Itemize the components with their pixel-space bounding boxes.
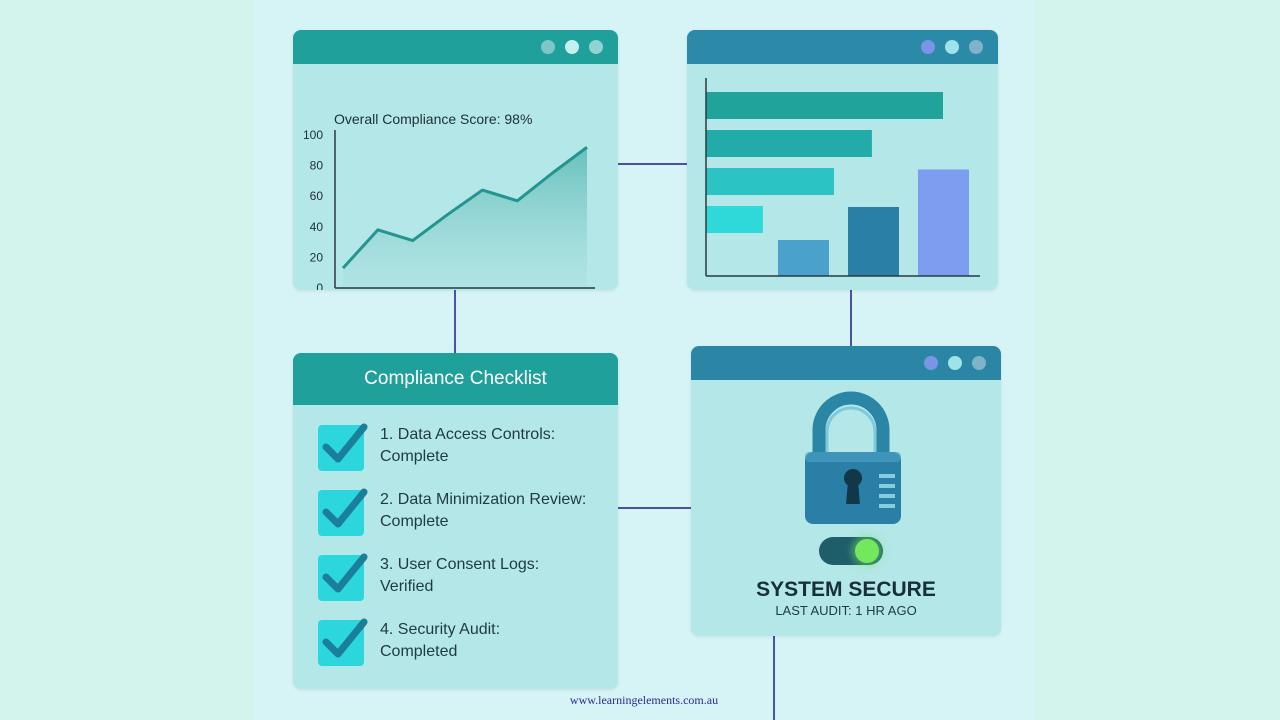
window-dot[interactable] <box>541 40 555 54</box>
window-dot[interactable] <box>972 356 986 370</box>
toggle-indicator <box>855 539 879 563</box>
window-dot[interactable] <box>565 40 579 54</box>
checklist-item-label: 2. Data Minimization Review: <box>380 491 587 508</box>
window-dot[interactable] <box>945 40 959 54</box>
checklist-item-text: 1. Data Access Controls: Complete <box>380 424 618 468</box>
checklist-item-text: 2. Data Minimization Review: Complete <box>380 489 618 533</box>
checked-checkbox-icon[interactable] <box>318 488 368 536</box>
checklist-item-status: Verified <box>380 578 434 595</box>
connector-line <box>454 289 456 354</box>
y-tick-label: 40 <box>310 220 324 234</box>
compliance-checklist-window: Compliance Checklist 1. Data Access Cont… <box>293 353 618 689</box>
x-tick-label: CCPA <box>785 287 824 290</box>
window-titlebar <box>691 346 1001 380</box>
checklist-item-status: Complete <box>380 513 449 530</box>
y-tick-label: 20 <box>310 250 324 264</box>
score-line <box>341 146 588 270</box>
checklist-item-label: 4. Security Audit: <box>380 621 501 638</box>
horizontal-bar <box>706 168 834 195</box>
window-titlebar <box>293 30 618 64</box>
y-tick-label: 80 <box>310 159 324 173</box>
y-tick-label: 0 <box>316 281 323 290</box>
connector-line <box>773 636 775 720</box>
checked-checkbox-icon[interactable] <box>318 423 368 471</box>
checklist-item-status: Completed <box>380 643 458 660</box>
framework-bars-window: GDPR CCPA ISO 27001 HIPAA <box>687 30 998 290</box>
last-audit-text: LAST AUDIT: 1 HR AGO <box>775 603 917 618</box>
horizontal-bar <box>706 206 763 233</box>
checklist-item-status: Complete <box>380 448 449 465</box>
checklist-item-label: 3. User Consent Logs: <box>380 556 540 573</box>
x-tick-label: HIPAA <box>923 287 965 290</box>
secure-toggle[interactable] <box>819 537 883 565</box>
connector-line <box>618 507 692 509</box>
horizontal-bar <box>706 92 943 119</box>
checklist-item-text: 3. User Consent Logs: Verified <box>380 554 618 598</box>
connector-line <box>618 163 688 165</box>
window-dot[interactable] <box>969 40 983 54</box>
compliance-score-window: Overall Compliance Score: 98% 0 20 40 60 80 10… <box>293 30 618 290</box>
y-tick-label: 60 <box>310 189 324 203</box>
x-tick-label: ISO 27001 <box>841 287 908 290</box>
horizontal-bar <box>706 130 872 157</box>
window-titlebar <box>687 30 998 64</box>
padlock-icon <box>805 391 901 524</box>
checklist-title: Compliance Checklist <box>293 353 618 405</box>
vertical-bar <box>918 169 969 276</box>
window-dot[interactable] <box>589 40 603 54</box>
security-status-window: SYSTEM SECURE LAST AUDIT: 1 HR AGO <box>691 346 1001 636</box>
window-dot[interactable] <box>924 356 938 370</box>
connector-line <box>850 289 852 347</box>
footer-url[interactable]: www.learningelements.com.au <box>569 693 719 707</box>
vertical-bar <box>848 207 899 276</box>
x-tick-label: GDPR <box>715 287 755 290</box>
window-dot[interactable] <box>948 356 962 370</box>
infographic-canvas: Overall Compliance Score: 98% 0 20 40 60 80 10… <box>253 0 1035 720</box>
checked-checkbox-icon[interactable] <box>318 553 368 601</box>
compliance-score-chart: Overall Compliance Score: 98% 0 20 40 60 80 10… <box>303 111 595 290</box>
vertical-bar <box>778 240 829 276</box>
checklist-item-text: 4. Security Audit: Completed <box>380 619 618 663</box>
checklist-item-label: 1. Data Access Controls: <box>380 426 556 443</box>
y-tick-label: 100 <box>303 128 323 142</box>
window-dot[interactable] <box>921 40 935 54</box>
status-title: SYSTEM SECURE <box>756 578 936 601</box>
checked-checkbox-icon[interactable] <box>318 618 368 666</box>
area-fill <box>343 147 587 288</box>
framework-bar-chart: GDPR CCPA ISO 27001 HIPAA <box>705 78 980 290</box>
chart-title: Overall Compliance Score: 98% <box>334 111 532 127</box>
